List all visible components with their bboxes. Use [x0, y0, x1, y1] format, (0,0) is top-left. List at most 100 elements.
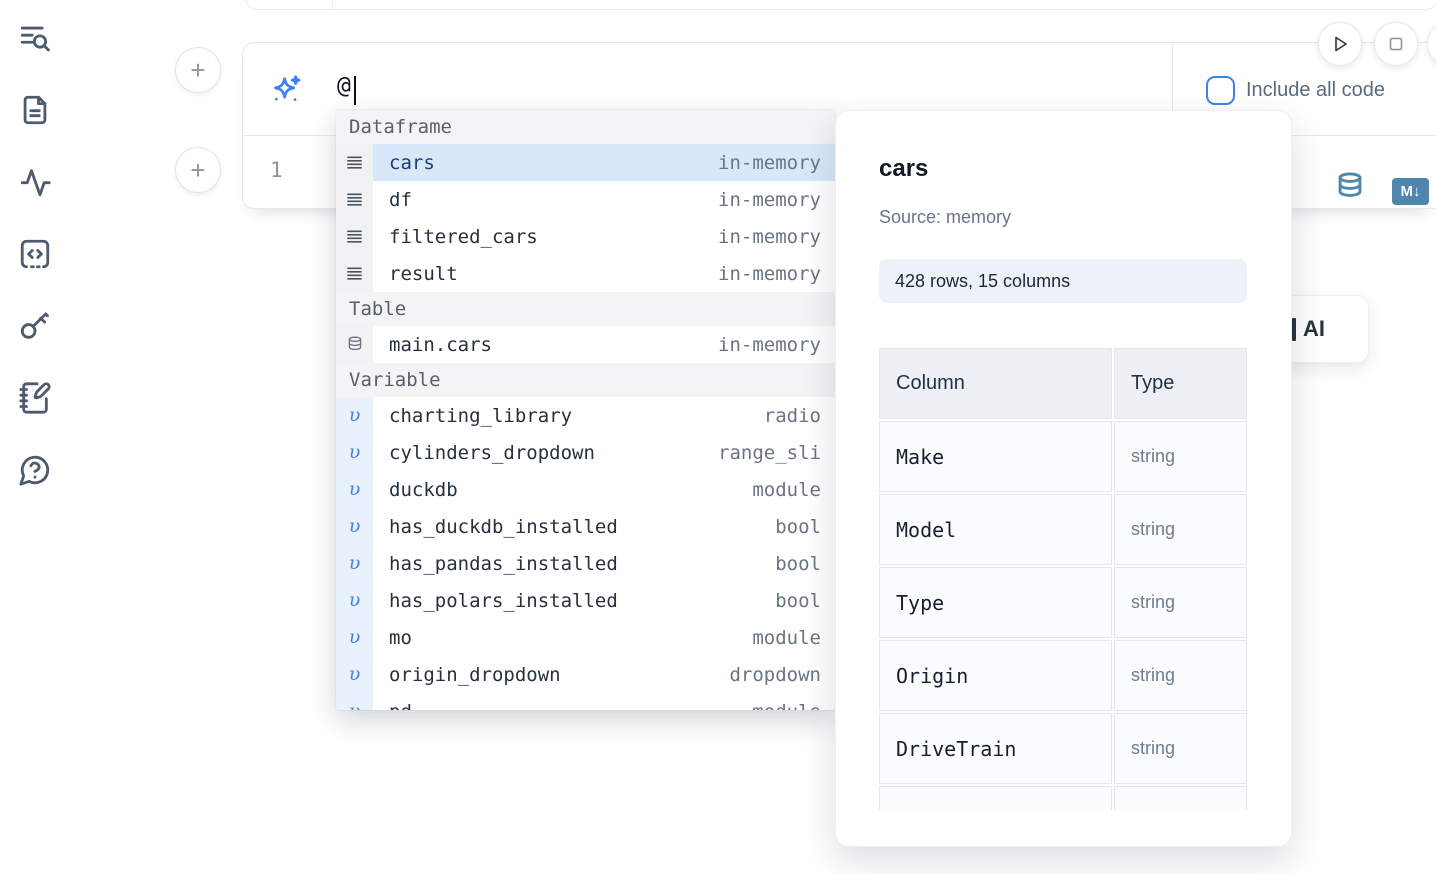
item-name: result — [389, 262, 458, 285]
schema-type-cell: string — [1114, 713, 1247, 784]
variable-icon: υ — [336, 471, 373, 508]
schema-column-cell: DriveTrain — [879, 713, 1112, 784]
rows-icon — [336, 255, 373, 292]
autocomplete-item[interactable]: result in-memory — [336, 255, 835, 292]
item-name: has_pandas_installed — [389, 552, 618, 575]
autocomplete-section-header: Variable — [336, 363, 835, 397]
item-name: charting_library — [389, 404, 573, 427]
variable-icon: υ — [336, 397, 373, 434]
item-type: in-memory — [718, 225, 821, 248]
run-cell-button[interactable] — [1319, 23, 1361, 65]
item-type: bool — [775, 515, 821, 538]
item-name: cars — [389, 151, 435, 174]
sidebar — [18, 21, 54, 525]
notebook-pen-icon[interactable] — [18, 381, 52, 415]
list-search-icon[interactable] — [18, 21, 52, 55]
plus-icon: + — [190, 55, 206, 85]
item-name: cylinders_dropdown — [389, 441, 595, 464]
autocomplete-item[interactable]: df in-memory — [336, 181, 835, 218]
activity-icon[interactable] — [18, 165, 52, 199]
autocomplete-item[interactable]: υ origin_dropdown dropdown — [336, 656, 835, 693]
autocomplete-item[interactable]: υ pd module — [336, 693, 835, 710]
autocomplete-section-header: Table — [336, 292, 835, 326]
variable-icon: υ — [336, 545, 373, 582]
stop-button[interactable] — [1375, 23, 1417, 65]
schema-type-cell: string — [1114, 421, 1247, 492]
item-type: range_sli — [718, 441, 821, 464]
database-icon[interactable] — [1336, 171, 1364, 203]
line-number: 1 — [270, 158, 283, 182]
ai-button-label: AI — [1303, 316, 1325, 341]
schema-column-cell: Origin — [879, 640, 1112, 711]
code-square-icon[interactable] — [18, 237, 52, 271]
item-name: origin_dropdown — [389, 663, 561, 686]
prompt-divider — [1172, 43, 1173, 135]
schema-type-cell: string — [1114, 494, 1247, 565]
sparkles-icon — [269, 73, 303, 107]
item-name: df — [389, 188, 412, 211]
rows-icon — [336, 144, 373, 181]
add-cell-button-top[interactable]: + — [176, 48, 220, 92]
schema-column-cell: Model — [879, 494, 1112, 565]
item-name: main.cars — [389, 333, 492, 356]
item-type: dropdown — [729, 663, 821, 686]
previous-cell-divider — [332, 1, 333, 9]
add-cell-button-bottom[interactable]: + — [176, 148, 220, 192]
item-type: module — [752, 701, 821, 711]
schema-type-cell — [1114, 786, 1247, 810]
help-bubble-icon[interactable] — [18, 453, 52, 487]
schema-column-cell: Make — [879, 421, 1112, 492]
variable-icon: υ — [336, 619, 373, 656]
markdown-icon[interactable]: M↓ — [1392, 178, 1429, 205]
item-name: duckdb — [389, 478, 458, 501]
variable-icon: υ — [336, 656, 373, 693]
item-type: in-memory — [718, 188, 821, 211]
autocomplete-item[interactable]: υ has_pandas_installed bool — [336, 545, 835, 582]
variable-icon: υ — [336, 693, 373, 710]
previous-cell-edge — [245, 0, 1436, 10]
item-type: module — [752, 626, 821, 649]
item-type: module — [752, 478, 821, 501]
preview-source: Source: memory — [879, 207, 1012, 227]
dataframe-preview-popover: cars Source: memory 428 rows, 15 columns… — [835, 110, 1292, 847]
ai-prompt-input[interactable]: @ — [337, 73, 351, 99]
preview-title: cars — [879, 155, 929, 182]
schema-column-cell — [879, 786, 1112, 810]
text-cursor — [354, 76, 356, 105]
play-icon — [1335, 36, 1347, 52]
rows-icon — [336, 218, 373, 255]
plus-icon: + — [190, 155, 206, 185]
rows-icon — [336, 181, 373, 218]
autocomplete-item[interactable]: υ has_duckdb_installed bool — [336, 508, 835, 545]
item-type: bool — [775, 589, 821, 612]
stop-icon — [1389, 37, 1403, 51]
include-all-code-checkbox[interactable] — [1206, 76, 1235, 105]
autocomplete-item[interactable]: υ cylinders_dropdown range_sli — [336, 434, 835, 471]
item-type: in-memory — [718, 262, 821, 285]
include-all-code-label: Include all code — [1246, 79, 1385, 101]
item-name: pd — [389, 701, 412, 711]
schema-type-cell: string — [1114, 640, 1247, 711]
partial-button[interactable] — [1428, 23, 1436, 65]
item-name: has_duckdb_installed — [389, 515, 618, 538]
schema-column-cell: Type — [879, 567, 1112, 638]
variable-icon: υ — [336, 508, 373, 545]
key-icon[interactable] — [18, 309, 52, 343]
variable-icon: υ — [336, 434, 373, 471]
schema-header-cell: Type — [1114, 348, 1247, 419]
variable-icon: υ — [336, 582, 373, 619]
schema-type-cell: string — [1114, 567, 1247, 638]
item-type: bool — [775, 552, 821, 575]
file-text-icon[interactable] — [18, 93, 52, 127]
autocomplete-section-header: Dataframe — [336, 110, 835, 144]
shape-badge: 428 rows, 15 columns — [879, 259, 1247, 303]
